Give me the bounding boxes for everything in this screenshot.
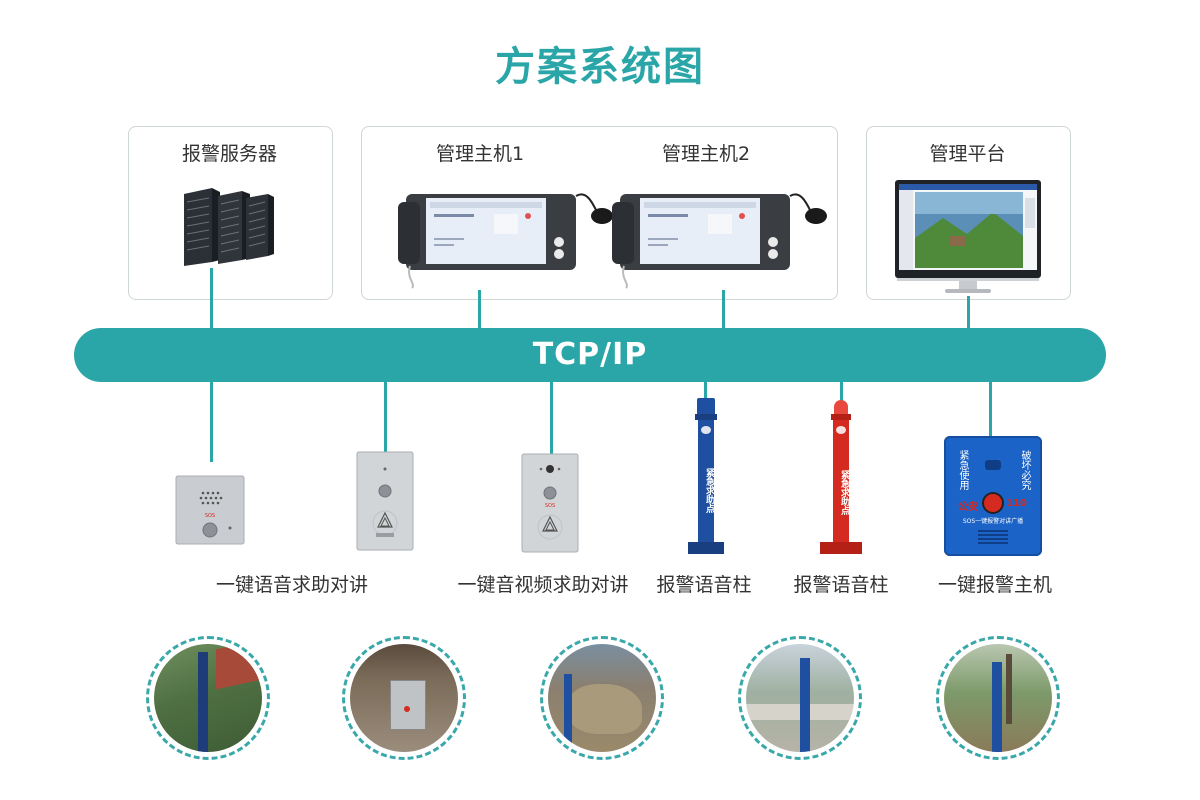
host2-label: 管理主机2 (661, 143, 751, 165)
connector-device-6 (989, 380, 992, 438)
page-title: 方案系统图 (495, 44, 705, 90)
host1-label: 管理主机1 (435, 143, 525, 165)
installation-photo-1 (146, 636, 270, 760)
management-host-1-icon (398, 193, 613, 289)
installation-photo-2 (342, 636, 466, 760)
platform-label: 管理平台 (929, 143, 1006, 165)
connector-host1 (478, 290, 481, 330)
blue-pillar-text: 紧急求助点 (704, 468, 714, 513)
connector-device-5 (840, 380, 843, 404)
alarm-box-icon: 紧急使用 破坏必究 公安 110 SOS一键报警对讲广播 (944, 436, 1042, 556)
alarm-box-police-text: 公安 (958, 502, 978, 513)
alarm-box-right-text: 破坏必究 (1019, 450, 1030, 490)
red-alarm-pillar-icon: 紧急求助点 (820, 400, 862, 556)
server-rack-icon (184, 188, 274, 266)
device-label-4: 报警语音柱 (793, 574, 889, 596)
connector-host2 (722, 290, 725, 330)
connector-device-1 (210, 380, 213, 462)
installation-photo-4 (738, 636, 862, 760)
alarm-box-caption: SOS一键报警对讲广播 (962, 518, 1024, 525)
red-pillar-text: 紧急求助点 (839, 470, 849, 515)
management-host-2-icon (612, 193, 827, 289)
connector-device-2 (384, 380, 387, 452)
tcp-ip-bus: TCP/IP (74, 328, 1106, 382)
device-label-1: 一键语音求助对讲 (215, 574, 368, 596)
video-intercom-panel-icon: SOS (521, 453, 579, 553)
alarm-box-number-text: 110 (1006, 498, 1027, 509)
connector-server (210, 268, 213, 330)
device-label-2: 一键音视频求助对讲 (457, 574, 629, 596)
connector-device-4 (704, 380, 707, 402)
monitor-icon (895, 180, 1041, 293)
device-label-5: 一键报警主机 (937, 574, 1052, 596)
installation-photo-3 (540, 636, 664, 760)
alarm-box-left-text: 紧急使用 (957, 450, 968, 490)
connector-platform (967, 296, 970, 330)
server-label: 报警服务器 (181, 143, 277, 165)
svg-text:SOS: SOS (545, 503, 555, 509)
audio-intercom-panel-icon (356, 451, 414, 551)
alarm-box-button (984, 494, 1002, 512)
installation-photo-5 (936, 636, 1060, 760)
connector-device-3 (550, 380, 553, 456)
blue-alarm-pillar-icon: 紧急求助点 (688, 398, 724, 556)
svg-text:SOS: SOS (205, 513, 215, 519)
device-label-3: 报警语音柱 (656, 574, 752, 596)
voice-intercom-panel-icon: SOS (175, 475, 245, 545)
